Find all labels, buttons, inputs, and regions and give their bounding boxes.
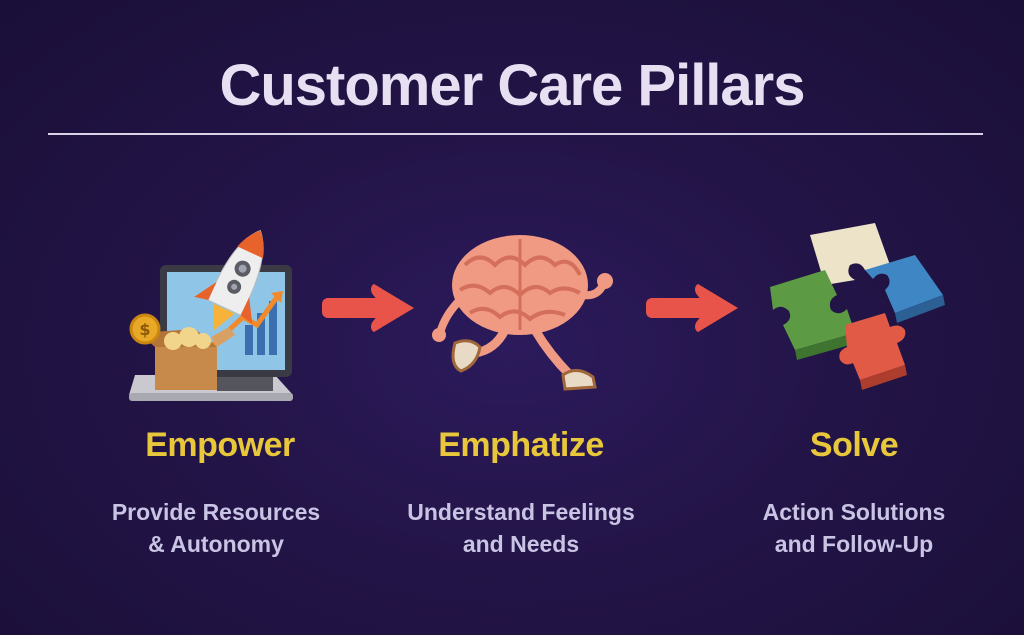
pillar-title-solve: Solve xyxy=(809,426,899,464)
desc-line: Action Solutions xyxy=(762,499,946,525)
pillar-desc-emphatize: Understand Feelings and Needs xyxy=(371,496,671,560)
desc-line: and Follow-Up xyxy=(774,531,934,557)
desc-line: Understand Feelings xyxy=(407,499,635,525)
pillar-title-emphatize: Emphatize xyxy=(438,426,604,464)
arrow-right-icon xyxy=(322,284,414,332)
rocket-laptop-icon: $ xyxy=(129,229,293,401)
page-title: Customer Care Pillars xyxy=(219,53,805,118)
arrow-right-icon xyxy=(646,284,738,332)
svg-text:$: $ xyxy=(139,320,150,339)
puzzle-pieces-icon xyxy=(770,223,945,390)
running-brain-icon xyxy=(432,235,613,391)
desc-line: & Autonomy xyxy=(148,531,284,557)
pillar-desc-empower: Provide Resources & Autonomy xyxy=(66,496,366,560)
pillar-title-empower: Empower xyxy=(145,426,295,464)
desc-line: Provide Resources xyxy=(111,499,321,525)
desc-line: and Needs xyxy=(462,531,580,557)
title-divider xyxy=(48,133,983,135)
pillar-desc-solve: Action Solutions and Follow-Up xyxy=(704,496,1004,560)
